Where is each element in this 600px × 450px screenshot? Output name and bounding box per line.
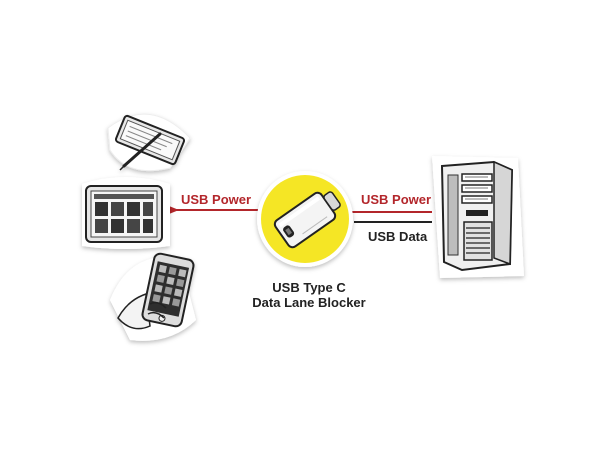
label-right-usb-data: USB Data xyxy=(368,229,428,244)
label-left-usb-power: USB Power xyxy=(181,192,252,207)
label-right-usb-power: USB Power xyxy=(361,192,432,207)
tablet-icon xyxy=(82,177,170,249)
desktop-tower-icon xyxy=(432,156,524,278)
adapter-caption-line1: USB Type C xyxy=(272,280,346,295)
usb-c-adapter-icon xyxy=(257,171,353,267)
adapter-caption-line2: Data Lane Blocker xyxy=(252,295,366,310)
adapter-caption: USB Type C Data Lane Blocker xyxy=(244,280,374,310)
smartphone-in-hand-icon xyxy=(110,252,196,341)
tablet-with-stylus-icon xyxy=(107,113,191,172)
